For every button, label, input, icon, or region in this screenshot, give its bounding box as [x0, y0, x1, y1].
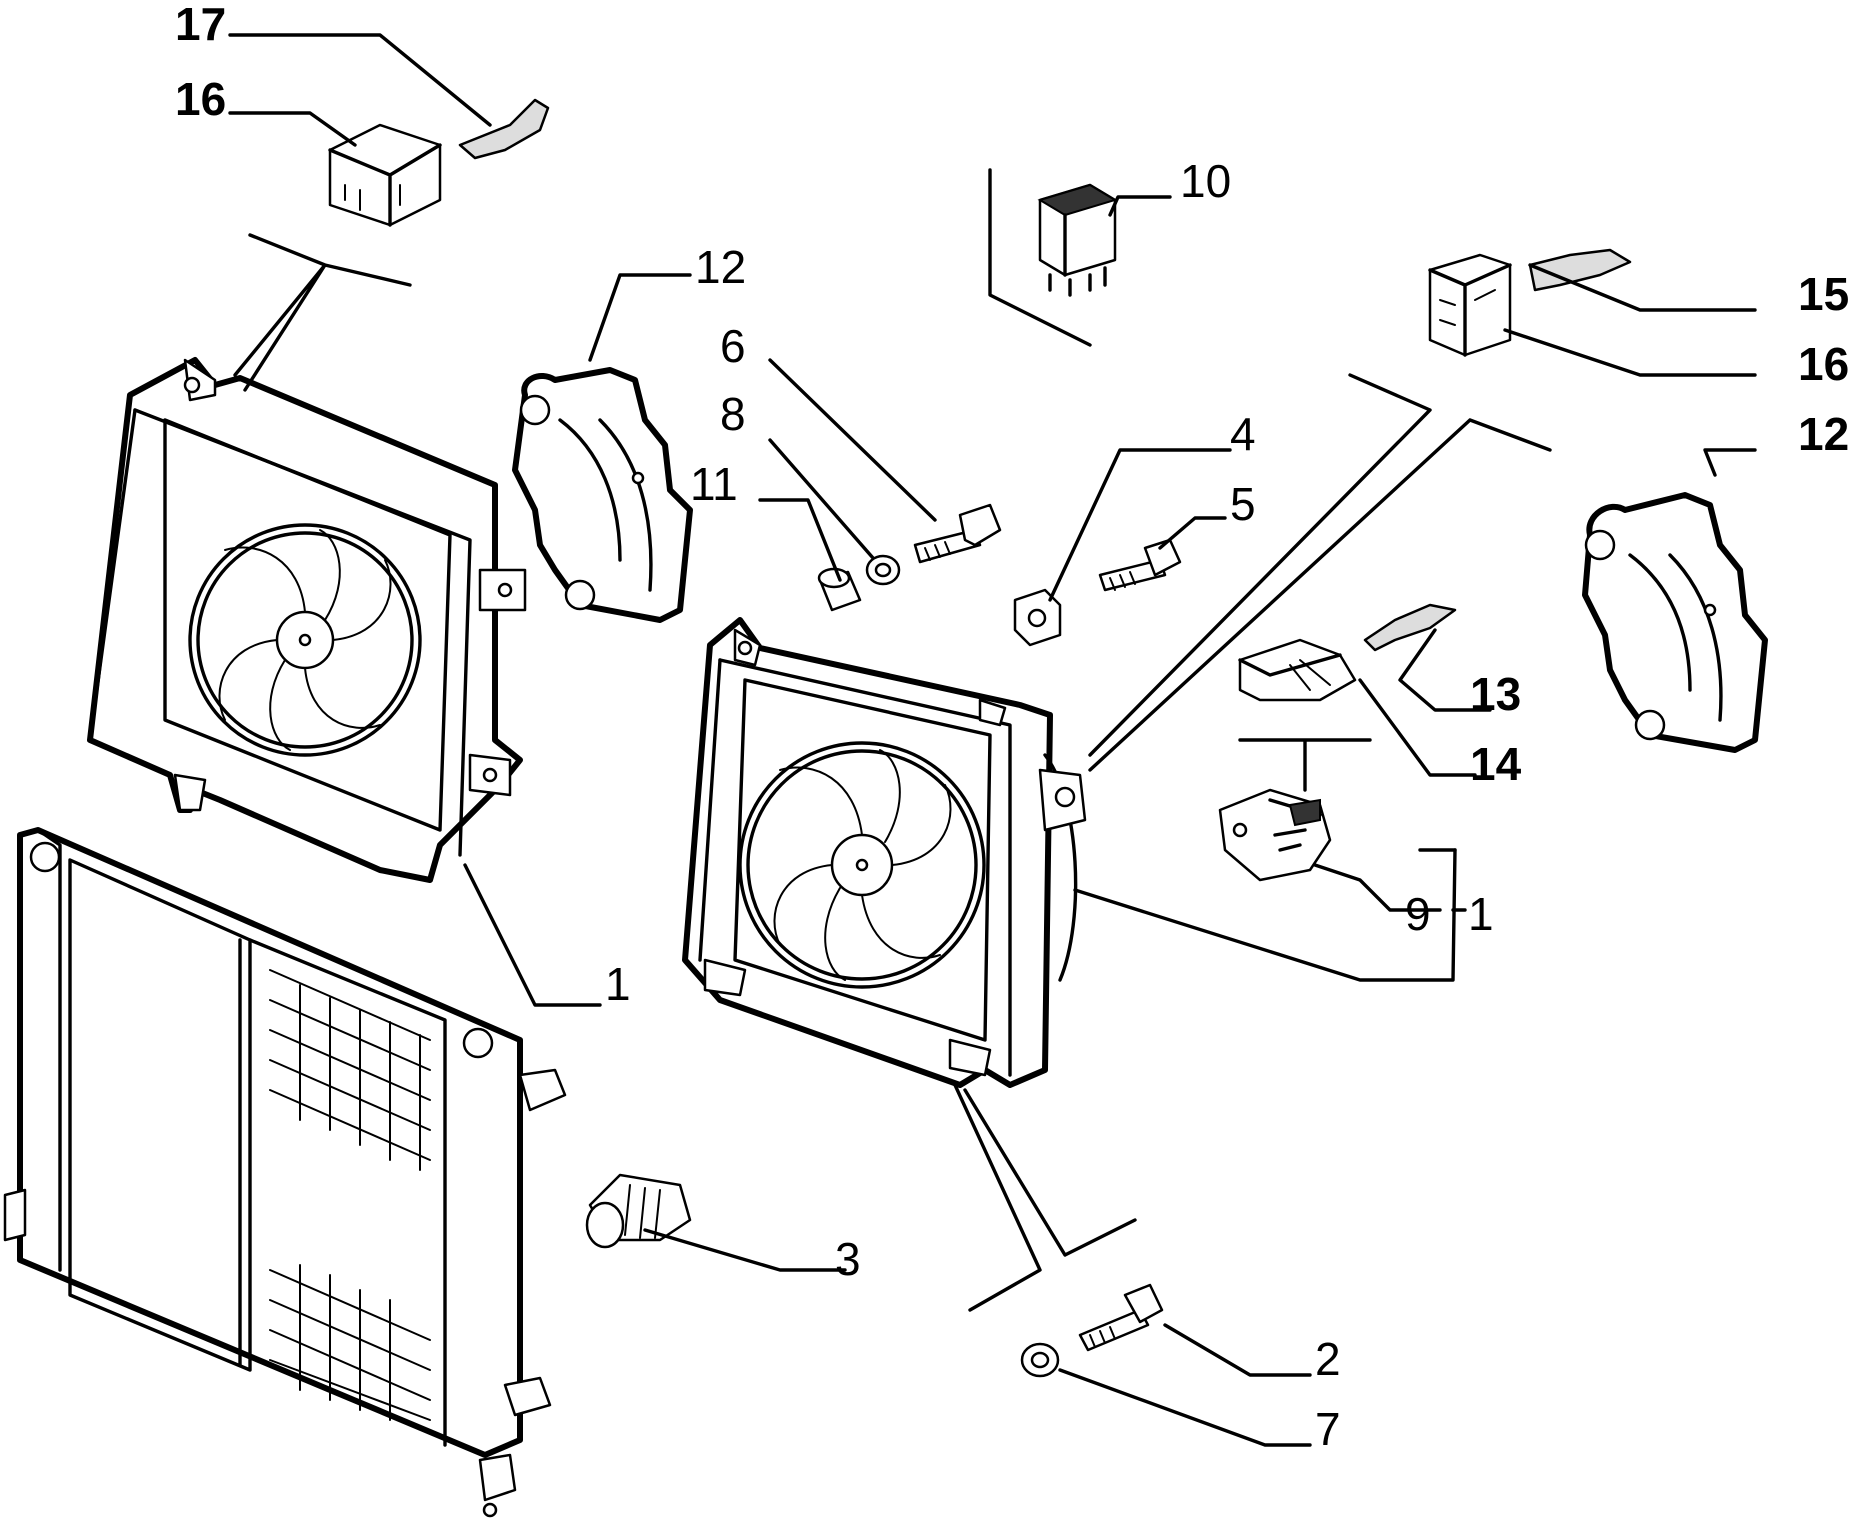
callout-1b: 1 — [1468, 888, 1494, 940]
relay-10 — [1037, 183, 1118, 297]
bolt-6 — [913, 503, 1002, 564]
fan-assembly-left — [87, 357, 527, 883]
callout-2: 2 — [1315, 1333, 1341, 1385]
resistor-9 — [1218, 788, 1332, 882]
callout-7: 7 — [1315, 1403, 1341, 1455]
callout-11: 11 — [690, 458, 738, 510]
callout-13: 13 — [1470, 668, 1521, 720]
callout-17: 17 — [175, 0, 226, 50]
callout-5: 5 — [1230, 478, 1256, 530]
callout-12a: 12 — [695, 241, 746, 293]
callout-12b: 12 — [1798, 408, 1849, 460]
connector-block-16a — [328, 123, 442, 227]
connector-block-16b — [1428, 253, 1512, 357]
callout-6: 6 — [720, 320, 746, 372]
connector-14 — [1238, 638, 1357, 702]
terminal-17 — [458, 98, 550, 160]
terminal-13 — [1363, 603, 1457, 652]
callout-15: 15 — [1798, 268, 1849, 320]
radiator — [3, 827, 567, 1518]
callout-16b: 16 — [1798, 338, 1849, 390]
bolt-2 — [1078, 1283, 1164, 1352]
fan-assembly-right — [682, 617, 1087, 1088]
callout-1a: 1 — [605, 958, 631, 1010]
washer-7 — [1020, 1342, 1060, 1378]
leader-lines — [228, 33, 1757, 1447]
callout-16a: 16 — [175, 73, 226, 125]
callout-3: 3 — [835, 1233, 861, 1285]
callout-9: 9 — [1405, 888, 1431, 940]
callout-10: 10 — [1180, 155, 1231, 207]
nut-4 — [1013, 588, 1062, 647]
thermal-switch-3 — [585, 1173, 692, 1249]
callout-4: 4 — [1230, 408, 1256, 460]
bolt-5 — [1098, 538, 1182, 592]
callout-14: 14 — [1470, 738, 1522, 790]
washer-8 — [865, 554, 901, 586]
callout-8: 8 — [720, 388, 746, 440]
spacer-11 — [817, 567, 862, 612]
fan-shroud-bracket-a — [512, 367, 693, 623]
callout-labels: 17 16 12 6 8 11 10 4 5 15 16 12 13 14 9 … — [175, 0, 1849, 1455]
fan-shroud-bracket-b — [1582, 492, 1768, 753]
terminal-15 — [1528, 248, 1632, 292]
